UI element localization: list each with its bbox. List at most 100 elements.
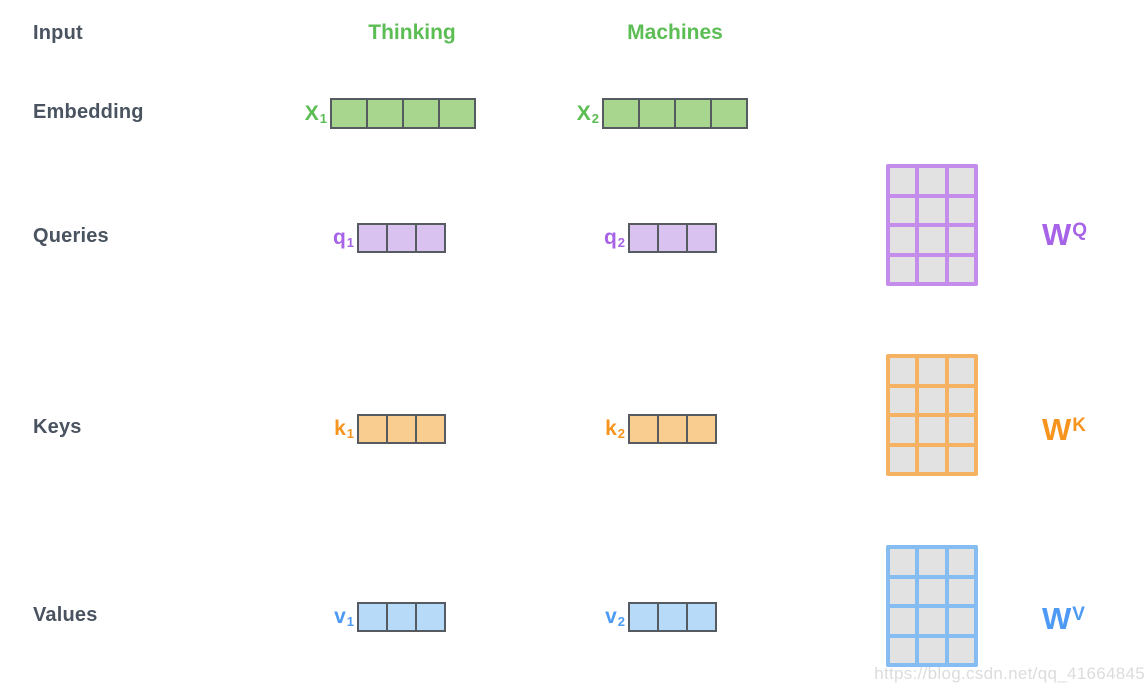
matrix-cell [890, 358, 916, 384]
matrix-label-wk: WK [1042, 412, 1086, 447]
matrix-cell [890, 387, 916, 413]
vector-cell [628, 413, 659, 444]
vector-label-x2: X2 [576, 102, 599, 126]
row-label-embedding: Embedding [33, 101, 144, 123]
vector-label-v2: v2 [605, 605, 625, 629]
vector-cell [657, 222, 688, 253]
matrix-cell [919, 637, 945, 663]
word-header-thinking: Thinking [368, 21, 456, 44]
vector-cell [628, 222, 659, 253]
value-vector-v1: v1 [323, 601, 446, 632]
vector-cell [357, 222, 388, 253]
vector-cell [674, 98, 712, 129]
word-header-machines: Machines [627, 21, 723, 44]
matrix-cell [919, 256, 945, 282]
matrix-cell [890, 608, 916, 634]
vector-cell [386, 413, 417, 444]
matrix-cell [948, 227, 974, 253]
matrix-cell [948, 168, 974, 194]
vector-cell [638, 98, 676, 129]
vector-cell [686, 222, 717, 253]
matrix-cell [948, 417, 974, 443]
vector-cells-k1 [357, 413, 446, 444]
query-vector-q1: q1 [323, 222, 446, 253]
matrix-cell [948, 358, 974, 384]
matrix-cell [890, 197, 916, 223]
matrix-cell [919, 417, 945, 443]
vector-cell [415, 222, 446, 253]
matrix-cell [919, 387, 945, 413]
vector-cell [386, 222, 417, 253]
vector-cells-k2 [628, 413, 717, 444]
vector-label-q2: q2 [603, 226, 625, 250]
vector-cell [330, 98, 368, 129]
vector-cells-x2 [602, 98, 748, 129]
weight-matrix-wk [886, 354, 978, 476]
matrix-cell [948, 549, 974, 575]
value-vector-v2: v2 [594, 601, 717, 632]
vector-cells-v2 [628, 601, 717, 632]
matrix-cell [890, 168, 916, 194]
vector-cell [366, 98, 404, 129]
matrix-cell [919, 227, 945, 253]
vector-cell [657, 601, 688, 632]
matrix-cell [948, 578, 974, 604]
vector-cells-v1 [357, 601, 446, 632]
vector-cell [657, 413, 688, 444]
weight-matrix-wv [886, 545, 978, 667]
matrix-cell [890, 549, 916, 575]
matrix-cell [919, 168, 945, 194]
vector-cells-q1 [357, 222, 446, 253]
vector-cell [438, 98, 476, 129]
vector-cell [628, 601, 659, 632]
matrix-cell [948, 446, 974, 472]
vector-label-k2: k2 [605, 417, 625, 441]
vector-label-v1: v1 [334, 605, 354, 629]
vector-label-x1: X1 [304, 102, 327, 126]
matrix-cell [948, 387, 974, 413]
row-label-values: Values [33, 604, 98, 626]
matrix-cell [890, 227, 916, 253]
key-vector-k1: k1 [323, 413, 446, 444]
row-label-input: Input [33, 22, 83, 44]
matrix-cell [919, 578, 945, 604]
matrix-cell [890, 256, 916, 282]
vector-cell [415, 601, 446, 632]
row-label-keys: Keys [33, 416, 82, 438]
matrix-cell [919, 197, 945, 223]
matrix-cell [919, 549, 945, 575]
matrix-cell [890, 637, 916, 663]
matrix-cell [948, 197, 974, 223]
matrix-cell [948, 256, 974, 282]
matrix-cell [948, 637, 974, 663]
matrix-cell [890, 417, 916, 443]
matrix-cell [948, 608, 974, 634]
watermark-url: https://blog.csdn.net/qq_41664845 [874, 664, 1145, 683]
matrix-cell [890, 446, 916, 472]
matrix-cell [919, 446, 945, 472]
matrix-cell [890, 578, 916, 604]
vector-cell [357, 601, 388, 632]
embedding-vector-x2: X2 [568, 98, 748, 129]
vector-cell [602, 98, 640, 129]
row-label-queries: Queries [33, 225, 109, 247]
query-vector-q2: q2 [594, 222, 717, 253]
matrix-cell [919, 608, 945, 634]
matrix-label-wv: WV [1042, 601, 1085, 636]
vector-cell [686, 413, 717, 444]
matrix-label-wq: WQ [1042, 217, 1088, 252]
vector-cells-q2 [628, 222, 717, 253]
vector-label-k1: k1 [334, 417, 354, 441]
vector-cell [386, 601, 417, 632]
vector-label-q1: q1 [332, 226, 354, 250]
embedding-vector-x1: X1 [296, 98, 476, 129]
vector-cell [686, 601, 717, 632]
key-vector-k2: k2 [594, 413, 717, 444]
vector-cell [710, 98, 748, 129]
vector-cell [415, 413, 446, 444]
vector-cells-x1 [330, 98, 476, 129]
weight-matrix-wq [886, 164, 978, 286]
matrix-cell [919, 358, 945, 384]
vector-cell [402, 98, 440, 129]
